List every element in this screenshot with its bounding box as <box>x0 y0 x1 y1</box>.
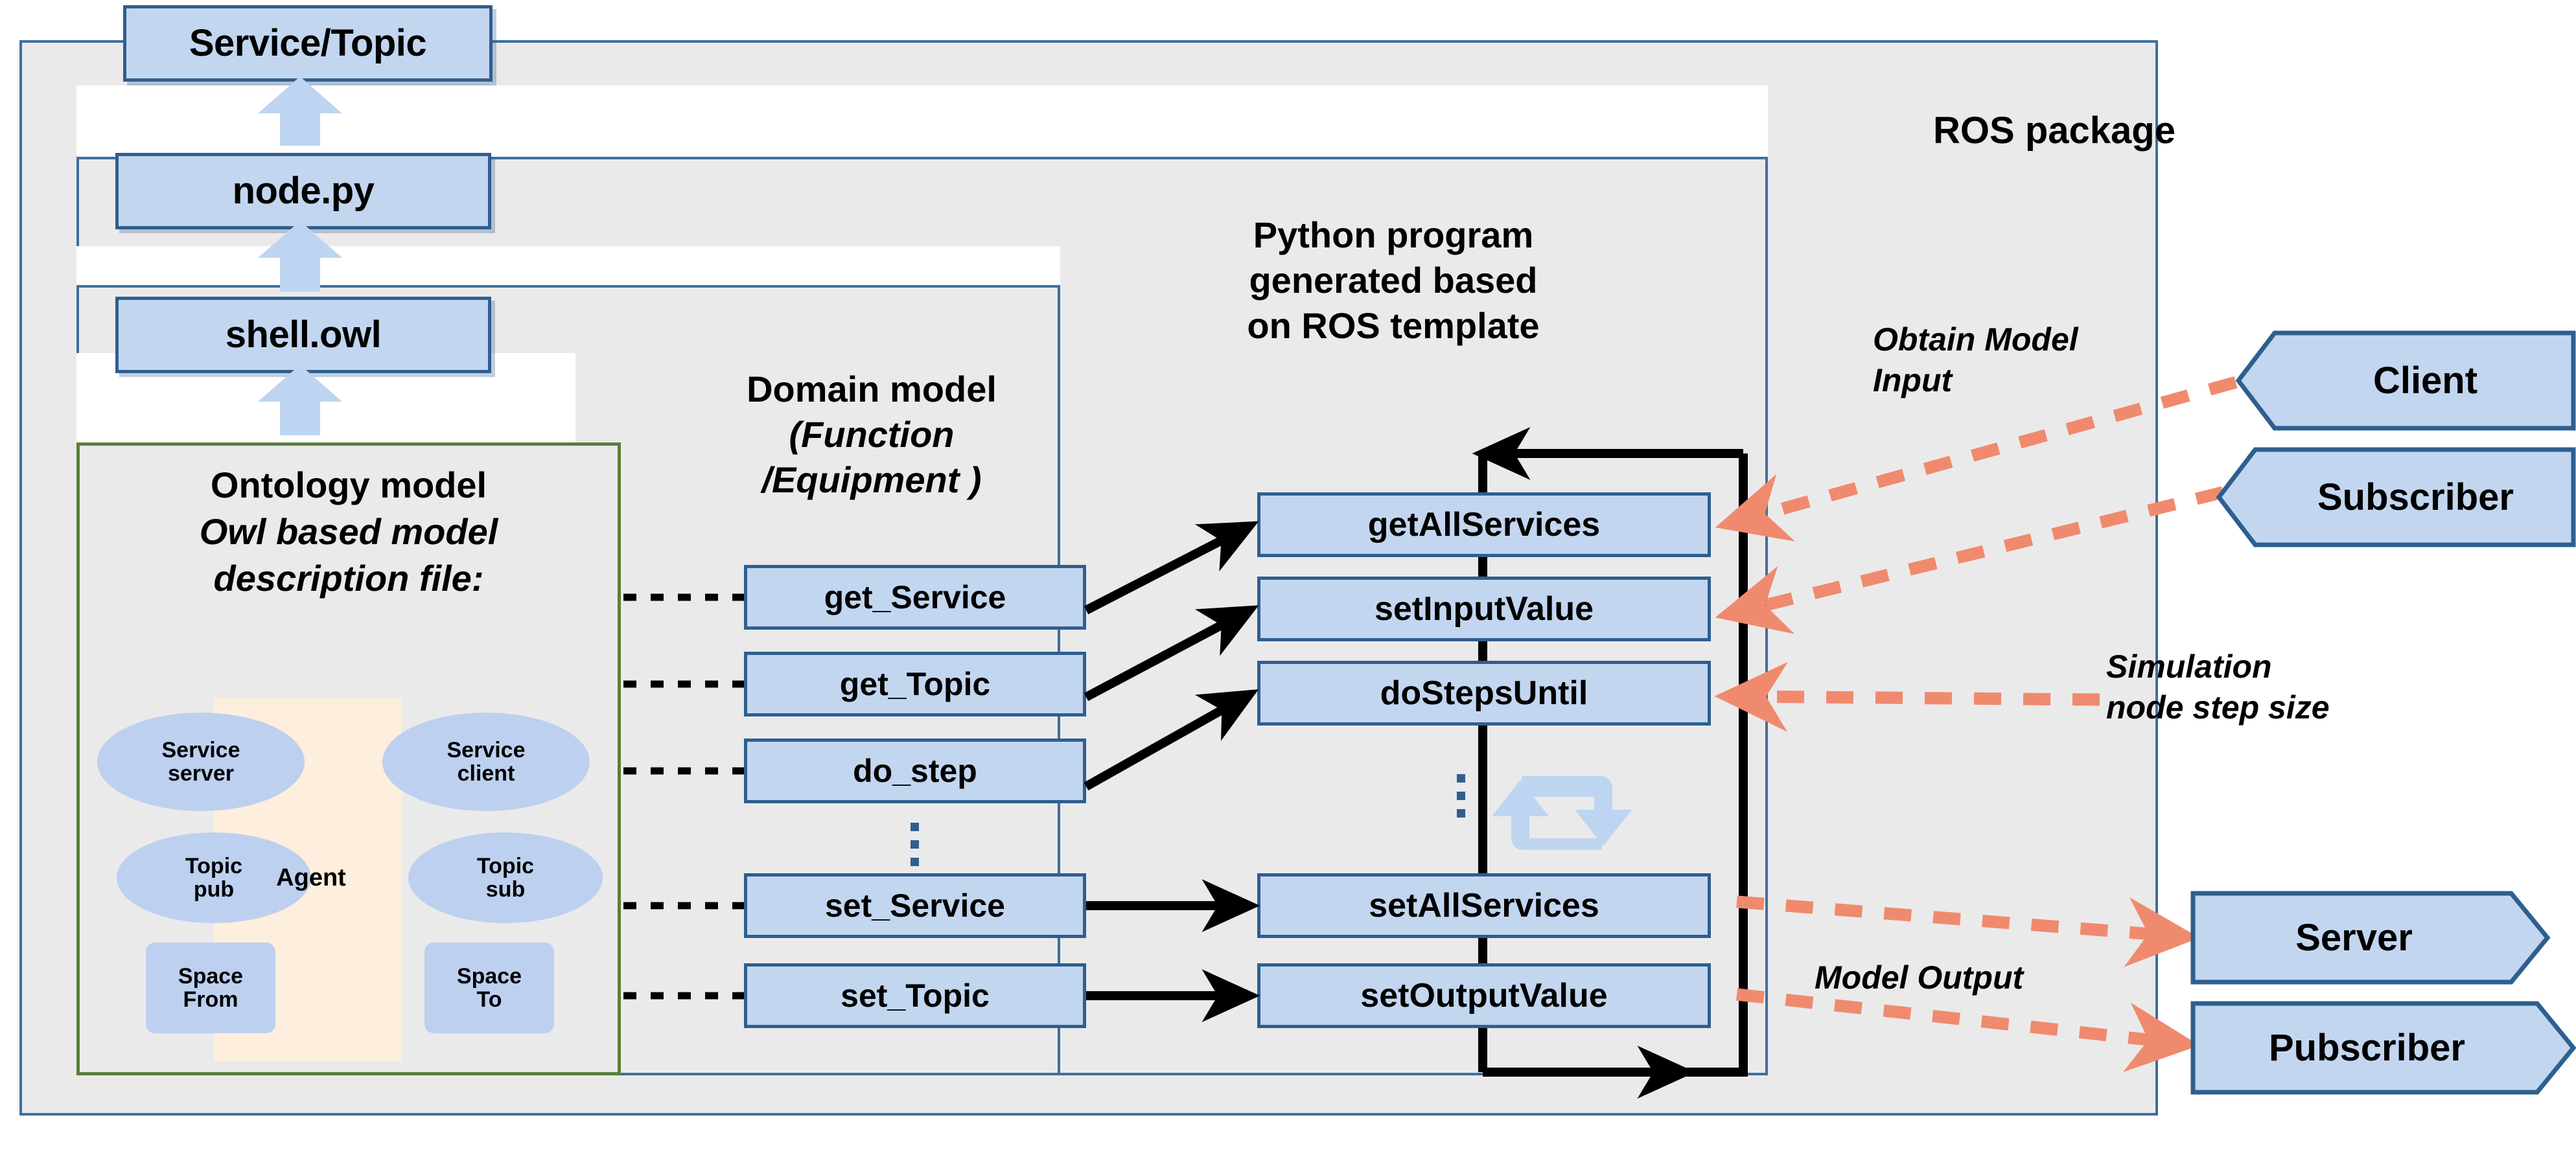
ontology-node-space-to[interactable]: Space To <box>424 943 554 1033</box>
python-box-setinputvalue[interactable]: setInputValue <box>1257 577 1711 641</box>
stack-box-shell-owl[interactable]: shell.owl <box>115 297 491 373</box>
ros-package-title: ROS package <box>1933 109 2176 152</box>
python-box-getallservices[interactable]: getAllServices <box>1257 492 1711 557</box>
ontology-node-topic-pub[interactable]: Topic pub <box>117 832 311 923</box>
domain-model-title-line3: /Equipment ) <box>761 459 982 500</box>
role-chevron-server[interactable]: Server <box>2190 891 2551 985</box>
annotation-simulation-step-line1: Simulation <box>2106 648 2272 685</box>
domain-model-title-line1: Domain model <box>747 369 997 409</box>
python-title-line1: Python program <box>1253 214 1534 255</box>
ontology-node-topic-sub[interactable]: Topic sub <box>408 832 603 923</box>
ontology-node-service-server[interactable]: Service server <box>97 713 305 811</box>
role-chevron-client[interactable]: Client <box>2235 330 2576 431</box>
repeat-loop-icon <box>1492 776 1632 850</box>
domain-box-get-topic[interactable]: get_Topic <box>744 652 1086 716</box>
domain-box-set-service[interactable]: set_Service <box>744 873 1086 938</box>
python-title-line2: generated based <box>1249 260 1538 301</box>
ontology-title: Ontology model <box>210 464 487 505</box>
python-box-dostepsuntil[interactable]: doStepsUntil <box>1257 661 1711 726</box>
python-vertical-ellipsis-icon <box>1457 774 1465 818</box>
stack-box-node-py[interactable]: node.py <box>115 153 491 229</box>
domain-box-get-service[interactable]: get_Service <box>744 565 1086 630</box>
domain-vertical-ellipsis-icon <box>911 823 919 866</box>
python-box-setallservices[interactable]: setAllServices <box>1257 873 1711 938</box>
ontology-subtitle-line1: Owl based model <box>199 511 498 552</box>
stack-box-service-topic[interactable]: Service/Topic <box>123 5 493 82</box>
annotation-model-output: Model Output <box>1815 959 2024 996</box>
ontology-node-service-client[interactable]: Service client <box>382 713 590 811</box>
python-title-line3: on ROS template <box>1247 305 1540 346</box>
annotation-obtain-model-input-line1: Obtain Model <box>1873 321 2078 358</box>
ontology-node-space-from[interactable]: Space From <box>146 943 275 1033</box>
role-chevron-subscriber[interactable]: Subscriber <box>2216 447 2576 547</box>
agent-label: Agent <box>276 864 346 891</box>
domain-box-do-step[interactable]: do_step <box>744 739 1086 803</box>
domain-model-title-line2: (Function <box>789 414 955 455</box>
role-chevron-pubscriber[interactable]: Pubscriber <box>2190 1001 2576 1095</box>
domain-box-set-topic[interactable]: set_Topic <box>744 963 1086 1028</box>
python-box-setoutputvalue[interactable]: setOutputValue <box>1257 963 1711 1028</box>
annotation-simulation-step-line2: node step size <box>2106 689 2330 726</box>
annotation-obtain-model-input-line2: Input <box>1873 362 1953 398</box>
ontology-subtitle-line2: description file: <box>213 558 484 599</box>
